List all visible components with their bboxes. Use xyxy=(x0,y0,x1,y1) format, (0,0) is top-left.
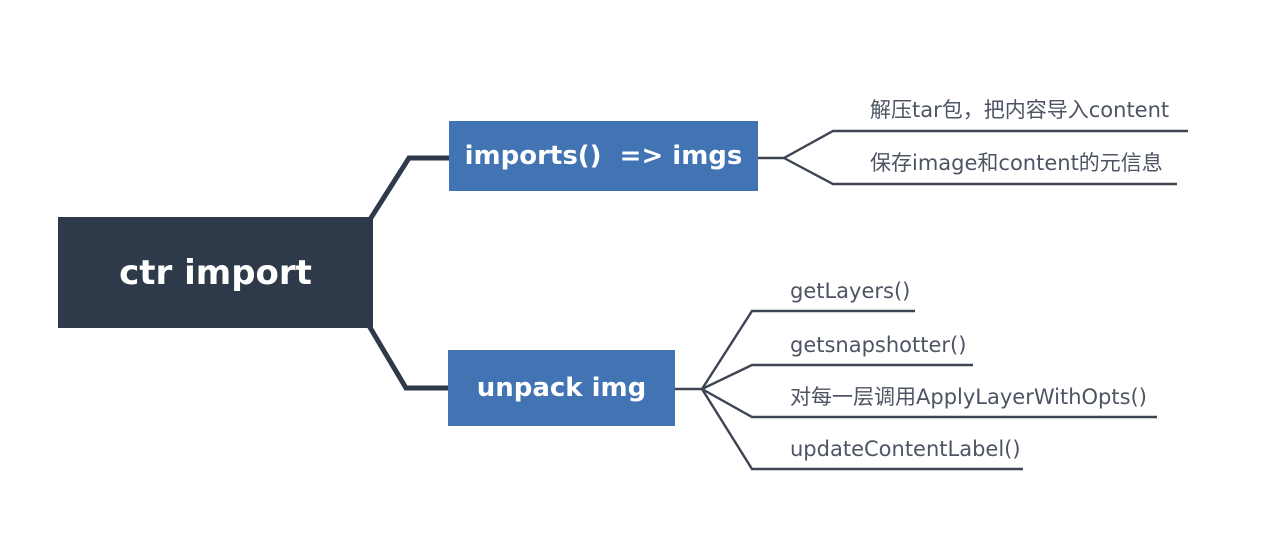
branch-node-imports[interactable]: imports() => imgs xyxy=(449,121,758,191)
leaf-node-updatecontentlabel[interactable]: updateContentLabel() xyxy=(790,437,1021,461)
branch-node-unpack-img[interactable]: unpack img xyxy=(448,350,675,426)
leaf-node-applylayerwithopts[interactable]: 对每一层调用ApplyLayerWithOpts() xyxy=(790,385,1147,409)
connector-imports-leaf-2 xyxy=(783,156,1177,186)
root-node-ctr-import[interactable]: ctr import xyxy=(58,217,373,328)
connector-unpack-leaf-2 xyxy=(701,363,973,391)
leaf-node-decompress-tar[interactable]: 解压tar包，把内容导入content xyxy=(870,98,1170,122)
connector-unpack-leaf-4 xyxy=(700,388,1023,471)
connector-unpack-leaf-3 xyxy=(701,387,1157,419)
connector-unpack-leaf-1 xyxy=(700,309,915,390)
leaf-node-save-metadata[interactable]: 保存image和content的元信息 xyxy=(870,151,1163,175)
leaf-node-getlayers[interactable]: getLayers() xyxy=(790,279,911,303)
connector-imports-leaf-1 xyxy=(783,129,1188,160)
leaf-node-getsnapshotter[interactable]: getsnapshotter() xyxy=(790,333,967,357)
connector-root-to-unpack xyxy=(359,312,448,391)
connector-root-to-imports xyxy=(359,155,449,234)
